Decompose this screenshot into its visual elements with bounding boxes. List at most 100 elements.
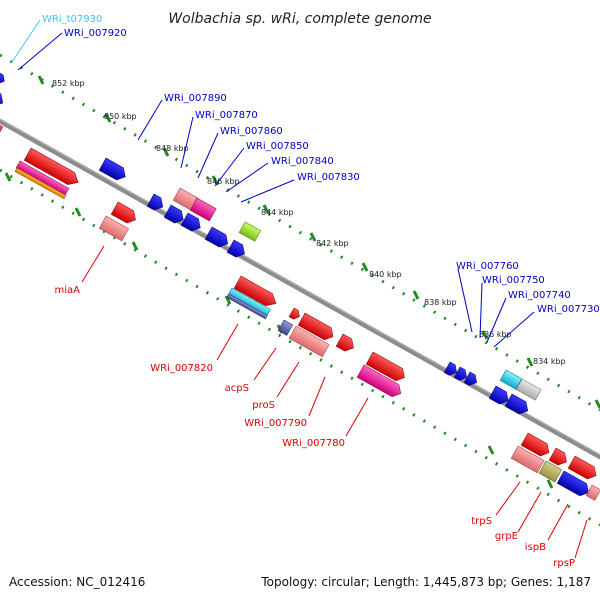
inner-scale-line [0, 168, 600, 527]
gene-feature [567, 455, 597, 480]
gene-feature [226, 239, 245, 258]
gene-feature [238, 221, 262, 242]
tick-mark [412, 290, 420, 300]
gene-feature [110, 201, 136, 224]
leader-line [345, 397, 369, 437]
gene-label-trna: WRi_t07930 [42, 14, 102, 25]
tick-mark [481, 330, 489, 340]
leader-line [486, 297, 507, 343]
leader-line [574, 519, 588, 559]
leader-line [216, 323, 239, 361]
tick-mark [309, 232, 317, 242]
tick-label: 840 kbp [369, 270, 402, 279]
tick-mark [224, 295, 232, 305]
gene-label: rpsP [553, 558, 575, 569]
top-leader-lines [11, 19, 535, 348]
tick-mark [487, 445, 495, 455]
gene-feature [98, 215, 130, 242]
gene-feature [277, 319, 294, 336]
gene-label: WRi_007820 [150, 363, 213, 374]
gene-feature [488, 385, 509, 405]
leader-line [197, 132, 219, 179]
gene-label: WRi_007840 [271, 156, 334, 167]
gene-feature [98, 157, 126, 181]
tick-label: 848 kbp [156, 144, 189, 153]
gene-feature [515, 378, 542, 401]
gene-feature [297, 312, 334, 341]
bottom-leader-lines [81, 245, 588, 559]
tick-label: 838 kbp [424, 298, 457, 307]
tick-label: 842 kbp [316, 239, 349, 248]
gene-label: miaA [55, 285, 81, 296]
tick-label: 846 kbp [207, 177, 240, 186]
leader-line [493, 311, 535, 348]
leader-line [253, 347, 277, 381]
leader-line [547, 503, 569, 541]
gene-label: WRi_007850 [246, 141, 309, 152]
gene-feature [335, 333, 354, 352]
gene-label: trpS [471, 516, 492, 527]
scale-lines [0, 53, 600, 527]
leader-line [214, 147, 245, 187]
gene-label: WRi_007890 [164, 93, 227, 104]
gene-feature [556, 470, 589, 497]
tick-label: 844 kbp [261, 208, 294, 217]
gene-label: proS [252, 400, 275, 411]
gene-feature [510, 445, 545, 474]
gene-feature [204, 226, 229, 248]
leader-line [517, 491, 542, 533]
gene-feature [23, 147, 79, 185]
gene-feature [0, 71, 5, 84]
gene-feature [146, 193, 164, 211]
tick-label: 836 kbp [479, 330, 512, 339]
gene-feature [520, 432, 550, 457]
tick-mark [211, 175, 219, 185]
gene-label: WRi_007780 [282, 438, 345, 449]
gene-label: WRi_007760 [456, 261, 519, 272]
gene-feature [288, 307, 300, 320]
leader-line [81, 245, 105, 283]
gene-label: WRi_007920 [64, 28, 127, 39]
gene-label: WRi_007830 [297, 172, 360, 183]
gene-feature [356, 364, 402, 398]
leader-line [11, 19, 41, 63]
tick-mark [37, 75, 45, 85]
tick-mark [104, 113, 112, 123]
gene-feature [443, 361, 457, 376]
bottom-gene-labels: miaA WRi_007820 acpS proS WRi_007790 WRi… [55, 285, 576, 569]
gene-feature [453, 366, 467, 381]
leader-line [17, 32, 63, 71]
gene-feature [180, 212, 201, 232]
gene-feature [14, 167, 67, 200]
gene-label: WRi_007870 [195, 110, 258, 121]
tick-mark [594, 399, 600, 409]
gene-feature [499, 369, 523, 390]
gene-feature [365, 351, 405, 382]
genome-summary-text: Topology: circular; Length: 1,445,873 bp… [260, 575, 591, 589]
gene-label: WRi_007790 [244, 418, 307, 429]
gene-label: WRi_007860 [220, 126, 283, 137]
gene-label: acpS [225, 383, 249, 394]
leader-line [308, 376, 326, 417]
gene-feature [548, 447, 567, 466]
map-title: Wolbachia sp. wRi, complete genome [168, 11, 431, 27]
gene-label: grpE [495, 531, 518, 542]
gene-feature [585, 484, 600, 501]
gene-feature [0, 89, 4, 107]
tick-mark [74, 207, 82, 217]
tick-mark [361, 262, 369, 272]
gene-label: ispB [525, 542, 546, 553]
tick-label: 834 kbp [533, 357, 566, 366]
tick-mark [526, 357, 534, 367]
accession-text: Accession: NC_012416 [9, 575, 145, 589]
gene-feature [189, 197, 217, 222]
gene-feature [504, 393, 529, 415]
tick-label: 852 kbp [52, 79, 85, 88]
tick-mark [131, 241, 139, 251]
leader-line [479, 282, 483, 339]
leader-line [180, 116, 194, 169]
gene-feature [226, 293, 268, 320]
tick-mark [262, 204, 270, 214]
gene-label: WRi_007740 [508, 290, 571, 301]
